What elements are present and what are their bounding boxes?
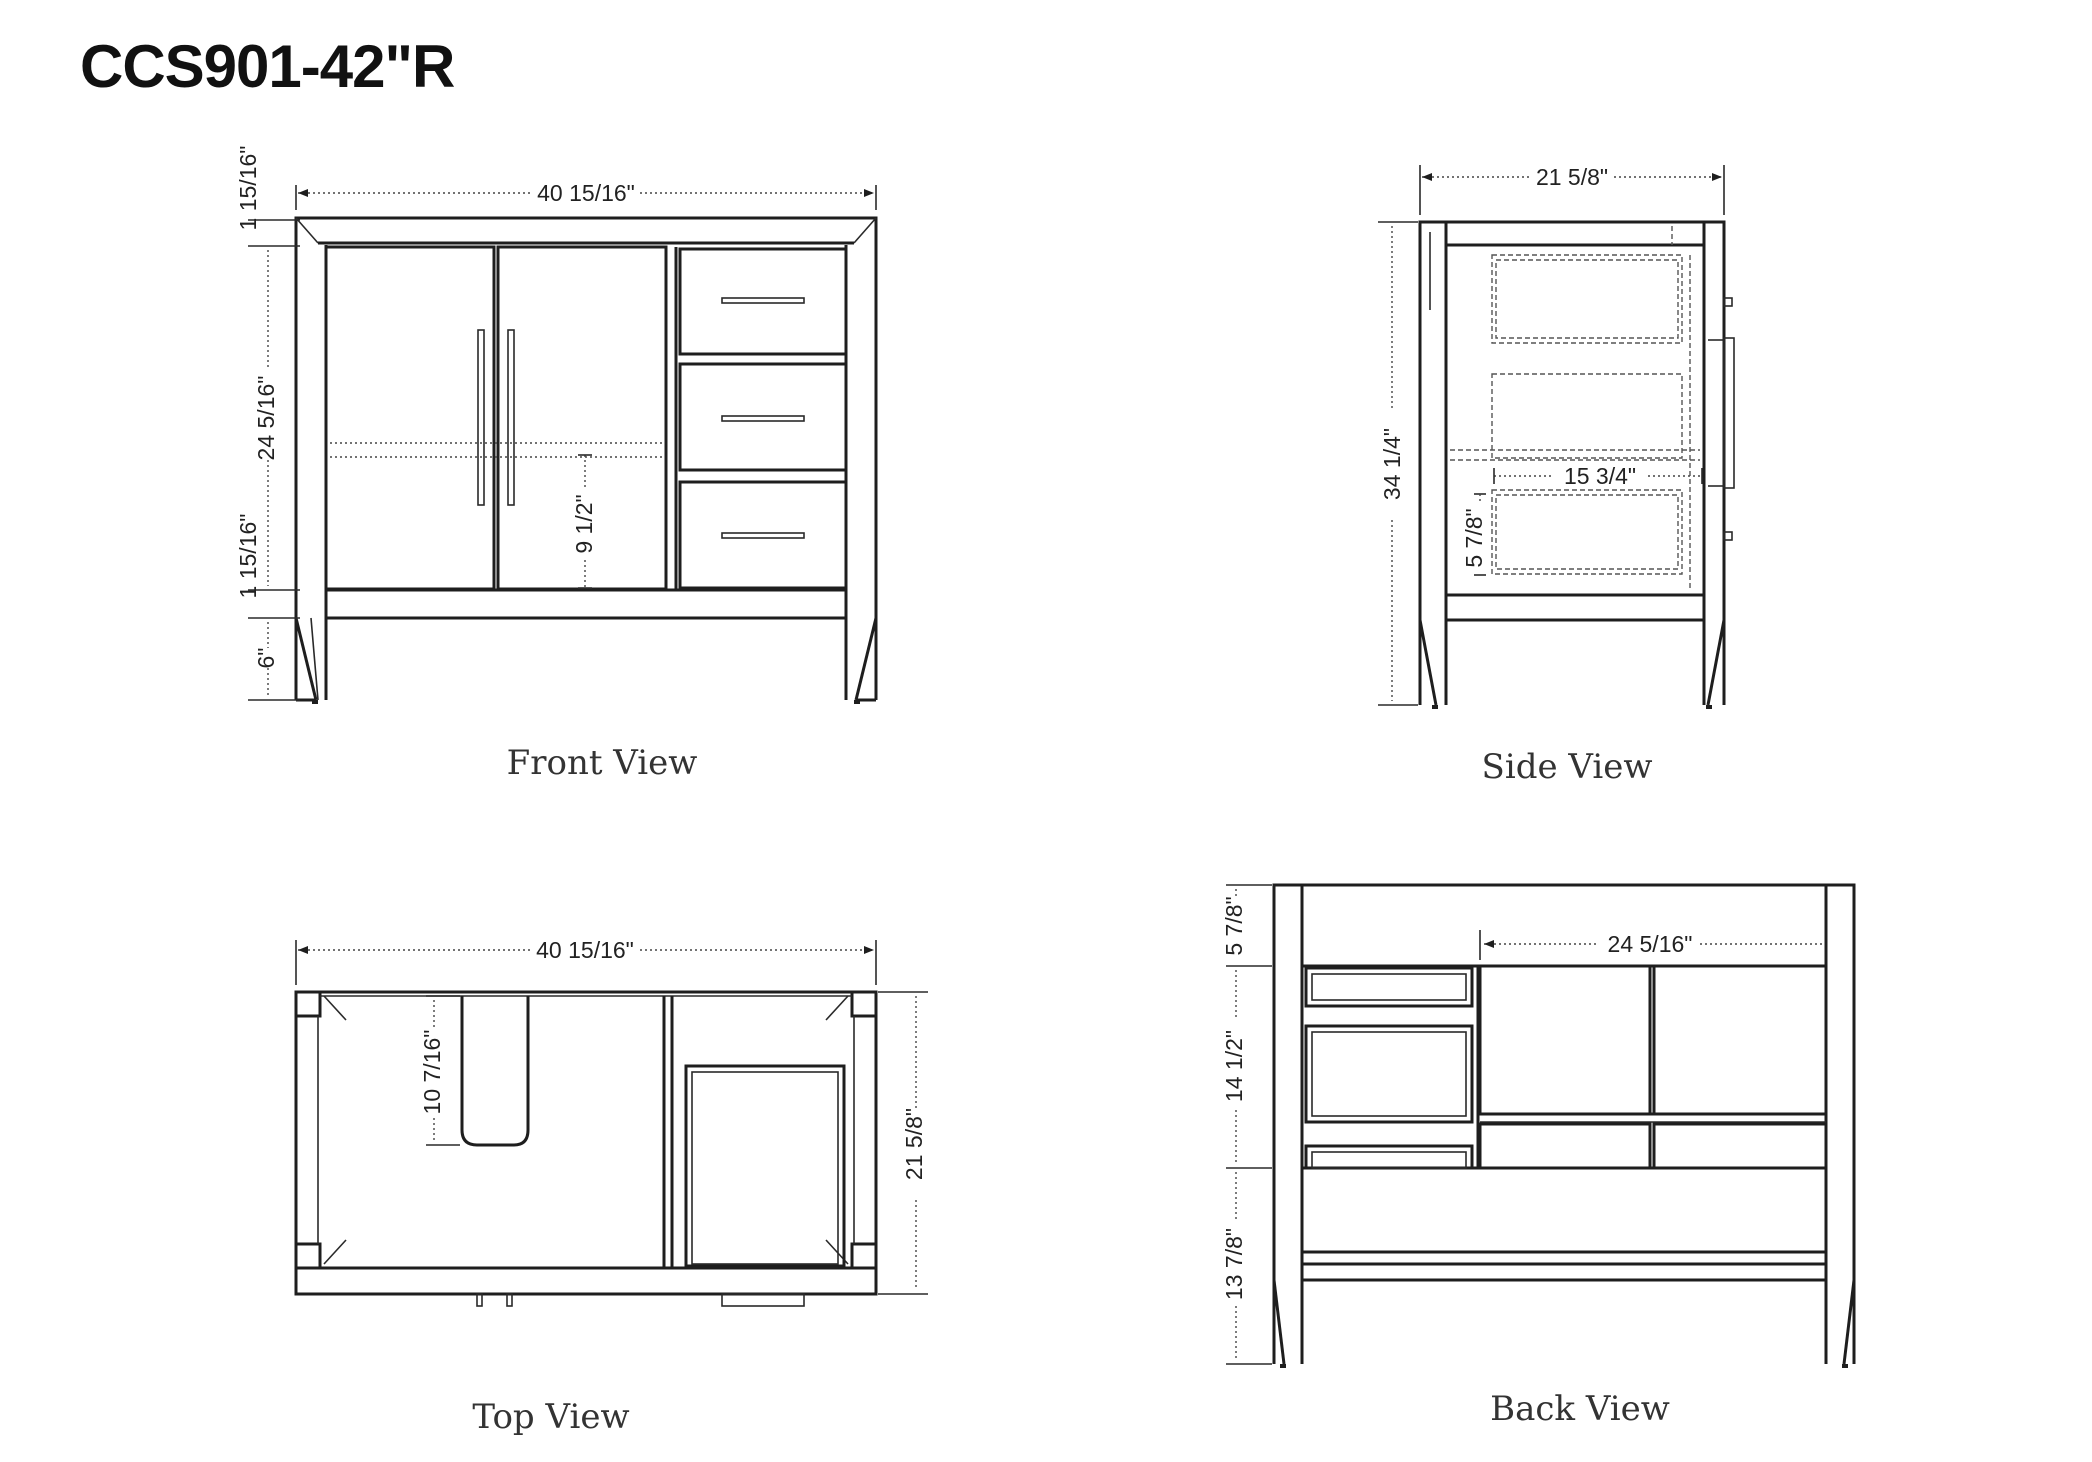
back-legs xyxy=(1272,1279,1856,1368)
drawer-handle xyxy=(721,532,805,539)
front-legs xyxy=(294,617,878,704)
top-view: 40 15/16" 21 5/8" 10 7/16" Top View xyxy=(294,937,928,1437)
front-width-dimension: 40 15/16" xyxy=(537,180,635,206)
back-top-dimension: 5 7/8" xyxy=(1221,896,1247,955)
front-legs-dimension: 6" xyxy=(253,648,279,669)
drawer-handle xyxy=(721,415,805,422)
side-depth-dimension: 21 5/8" xyxy=(1536,164,1608,190)
front-dimension-lines xyxy=(248,185,877,701)
top-dimension-lines xyxy=(295,940,928,1295)
drawing-title: CCS901-42"R xyxy=(80,33,455,100)
side-legs xyxy=(1418,619,1726,709)
side-shelf-dimension: 5 7/8" xyxy=(1461,508,1487,567)
back-dimension-lines xyxy=(1226,884,1822,1365)
top-drawer-box xyxy=(684,1064,846,1268)
front-shelf-dimension: 9 1/2" xyxy=(571,494,597,553)
side-dimension-lines xyxy=(1378,165,1725,706)
top-depth-dimension: 21 5/8" xyxy=(901,1108,927,1180)
front-door-height-dimension: 24 5/16" xyxy=(253,376,279,461)
top-sink-cutout xyxy=(460,996,530,1147)
side-view: 21 5/8" 34 1/4" 15 3/4" 5 7/8" Side View xyxy=(1378,164,1735,787)
top-cutout-dimension: 10 7/16" xyxy=(419,1030,445,1115)
front-cabinet-outline xyxy=(294,216,878,701)
side-handles xyxy=(1708,297,1735,541)
back-middle-dimension: 14 1/2" xyxy=(1221,1030,1247,1102)
top-handles xyxy=(476,1293,805,1307)
back-bottom-dimension: 13 7/8" xyxy=(1221,1228,1247,1300)
front-drawers xyxy=(678,247,848,590)
side-height-dimension: 34 1/4" xyxy=(1379,428,1405,500)
front-view: 40 15/16" 1 15/16" 24 5/16" 1 15/16" 6" … xyxy=(235,146,878,783)
side-inner-drawers xyxy=(1450,254,1700,590)
back-view-caption: Back View xyxy=(1490,1389,1670,1429)
side-view-caption: Side View xyxy=(1482,747,1653,787)
door-handle-left xyxy=(477,329,485,506)
front-doors xyxy=(324,245,678,591)
top-width-dimension: 40 15/16" xyxy=(536,937,634,963)
drawer-handle xyxy=(721,297,805,304)
front-bottom-rail-dimension: 1 15/16" xyxy=(235,514,261,599)
top-view-caption: Top View xyxy=(472,1397,629,1437)
back-view: 5 7/8" 24 5/16" 14 1/2" 13 7/8" Back Vie… xyxy=(1221,883,1856,1429)
back-door-panels xyxy=(1478,964,1828,1170)
top-cabinet-outline xyxy=(294,990,878,1296)
front-top-thickness-dimension: 1 15/16" xyxy=(235,146,261,231)
side-inner-depth-dimension: 15 3/4" xyxy=(1564,463,1636,489)
front-view-caption: Front View xyxy=(507,743,698,783)
door-handle-right xyxy=(507,329,515,506)
back-opening-width-dimension: 24 5/16" xyxy=(1608,931,1693,957)
back-drawer-boxes xyxy=(1304,966,1480,1170)
